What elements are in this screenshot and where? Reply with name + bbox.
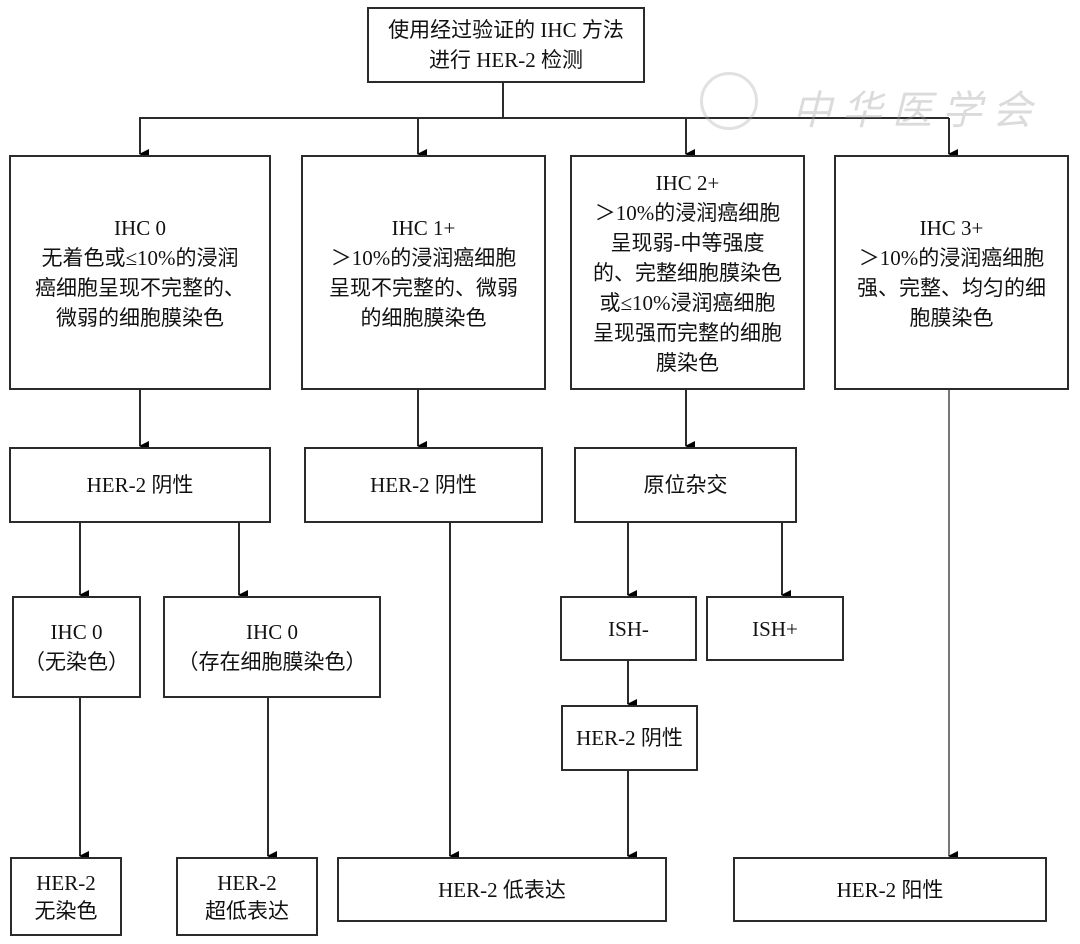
node-ihc1: IHC 1+ ＞10%的浸润癌细胞 呈现不完整的、微弱 的细胞膜染色 (301, 155, 546, 390)
node-her2-positive: HER-2 阳性 (733, 857, 1047, 922)
node-her2-negative-b: HER-2 阴性 (304, 447, 543, 523)
node-ihc3-line: 强、完整、均匀的细 (857, 275, 1046, 300)
node-start: 使用经过验证的 IHC 方法 进行 HER-2 检测 (367, 7, 645, 83)
node-ihc2-line: 膜染色 (656, 350, 719, 375)
node-in-situ-hybridization: 原位杂交 (574, 447, 797, 523)
node-ihc2-line: 呈现弱-中等强度 (610, 230, 765, 255)
node-null-line: 无染色 (34, 898, 98, 923)
node-ihc1-line: 的细胞膜染色 (360, 305, 487, 330)
node-ultralow-line: 超低表达 (205, 898, 289, 923)
node-ihc1-line: 呈现不完整的、微弱 (329, 275, 518, 300)
node-her2-negative-b-line: HER-2 阴性 (370, 473, 477, 497)
node-ihc0-some-line: （存在细胞膜染色） (177, 650, 367, 674)
node-ihc2: IHC 2+ ＞10%的浸润癌细胞 呈现弱-中等强度 的、完整细胞膜染色 或≤1… (570, 155, 805, 390)
node-her2-null: HER-2 无染色 (10, 857, 122, 936)
society-seal-icon (700, 72, 758, 130)
node-start-line: 使用经过验证的 IHC 方法 (388, 18, 624, 42)
node-ish-pos-line: ISH+ (752, 616, 798, 641)
node-ihc0-line: 微弱的细胞膜染色 (56, 305, 224, 330)
node-ihc0-line: 无着色或≤10%的浸润 (41, 245, 239, 270)
node-ihc3-line: ＞10%的浸润癌细胞 (858, 245, 1045, 270)
node-positive-line: HER-2 阳性 (836, 877, 944, 902)
node-null-line: HER-2 (36, 870, 96, 895)
node-ihc0-membrane-staining: IHC 0 （存在细胞膜染色） (163, 596, 381, 698)
node-ish-neg-line: ISH- (608, 616, 649, 641)
watermark: 中华医学会 (700, 72, 1032, 134)
node-ihc0: IHC 0 无着色或≤10%的浸润 癌细胞呈现不完整的、 微弱的细胞膜染色 (9, 155, 271, 390)
node-ihc3-line: 胞膜染色 (909, 305, 994, 330)
node-her2-negative-a: HER-2 阴性 (9, 447, 271, 523)
node-ihc0-none-line: IHC 0 (50, 620, 103, 644)
node-ihc2-line: IHC 2+ (655, 170, 720, 195)
node-ihc0-line: IHC 0 (114, 215, 166, 240)
node-ultralow-line: HER-2 (217, 870, 277, 895)
node-ihc2-line: 的、完整细胞膜染色 (593, 260, 782, 285)
node-ihc3: IHC 3+ ＞10%的浸润癌细胞 强、完整、均匀的细 胞膜染色 (834, 155, 1069, 390)
node-ish-positive: ISH+ (706, 596, 844, 661)
node-ihc2-line: ＞10%的浸润癌细胞 (594, 200, 781, 225)
node-ihc0-some-line: IHC 0 (246, 620, 298, 644)
node-ihc0-none-line: （无染色） (24, 650, 129, 674)
node-ihc2-line: 呈现强而完整的细胞 (593, 320, 782, 345)
node-ihc0-line: 癌细胞呈现不完整的、 (35, 275, 245, 300)
node-ish-negative: ISH- (560, 596, 697, 661)
node-ihc2-line: 或≤10%浸润癌细胞 (599, 290, 776, 315)
node-ihc3-line: IHC 3+ (919, 215, 984, 240)
node-her2-low: HER-2 低表达 (337, 857, 667, 922)
node-low-line: HER-2 低表达 (438, 877, 566, 902)
node-her2-negative-a-line: HER-2 阴性 (86, 473, 194, 497)
node-ihc0-no-staining: IHC 0 （无染色） (12, 596, 141, 698)
node-ihc1-line: ＞10%的浸润癌细胞 (330, 245, 517, 270)
watermark-text: 中华医学会 (792, 88, 1042, 134)
node-ish-line: 原位杂交 (643, 473, 728, 497)
node-her2-ultralow: HER-2 超低表达 (176, 857, 318, 936)
node-start-line: 进行 HER-2 检测 (429, 48, 583, 72)
node-her2-negative-c-line: HER-2 阴性 (576, 726, 683, 750)
node-ihc1-line: IHC 1+ (391, 215, 456, 240)
node-her2-negative-c: HER-2 阴性 (561, 705, 698, 771)
